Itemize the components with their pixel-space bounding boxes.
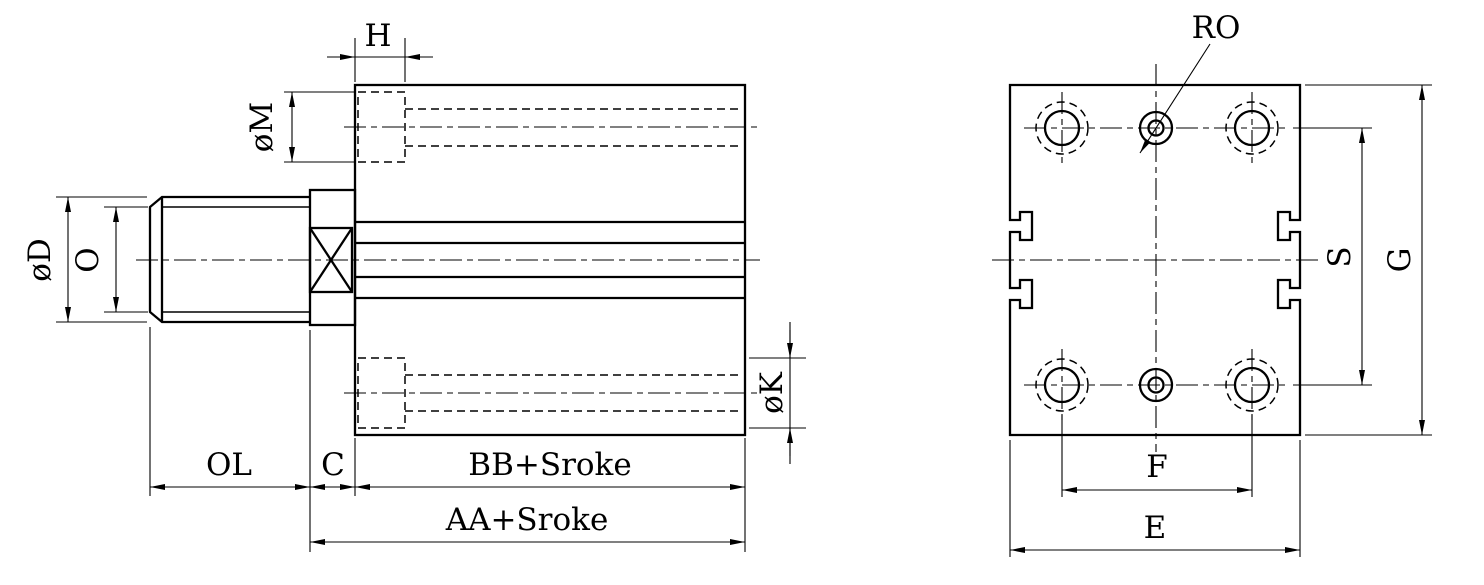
dim-e-label: E	[1144, 510, 1167, 546]
dim-h-label: H	[364, 18, 391, 54]
dim-s-label: S	[1322, 246, 1358, 267]
end-view-outline	[1008, 83, 1302, 437]
end-view: RO S G F E	[992, 10, 1432, 557]
dim-phi-k: øK	[749, 322, 806, 464]
dim-e: E	[1009, 440, 1301, 557]
dim-ol-label: OL	[206, 447, 252, 483]
dim-f: F	[1061, 415, 1253, 497]
dim-bb-stroke: BB+Sroke	[355, 447, 745, 490]
dim-g-label: G	[1382, 248, 1418, 273]
dim-ro-label: RO	[1192, 10, 1241, 46]
dim-f-label: F	[1146, 449, 1168, 485]
dim-h: H	[327, 18, 433, 82]
radius-callout-ro: RO	[1139, 10, 1241, 154]
dim-ol: OL	[150, 447, 310, 490]
dim-phi-m-label: øM	[244, 102, 280, 152]
dim-phi-k-label: øK	[754, 371, 790, 414]
dim-s: S	[1293, 127, 1372, 386]
dim-phi-m: øM	[244, 91, 356, 163]
leader-line	[1139, 43, 1211, 154]
dim-c-label: C	[321, 447, 345, 483]
dim-o: O	[70, 206, 148, 313]
dim-aa-stroke-label: AA+Sroke	[445, 502, 609, 538]
cylinder-body-outline	[308, 83, 747, 437]
dim-phi-d-label: øD	[22, 238, 58, 282]
side-view: H øM øD O øK	[22, 18, 806, 552]
dim-aa-stroke: AA+Sroke	[310, 502, 745, 545]
dim-phi-d: øD	[22, 196, 147, 323]
dim-g: G	[1305, 84, 1432, 436]
dim-o-label: O	[70, 247, 106, 272]
side-view-centerlines	[136, 126, 760, 394]
bottom-extension-lines	[149, 327, 746, 552]
dim-bb-stroke-label: BB+Sroke	[468, 447, 631, 483]
dim-c: C	[310, 447, 355, 490]
